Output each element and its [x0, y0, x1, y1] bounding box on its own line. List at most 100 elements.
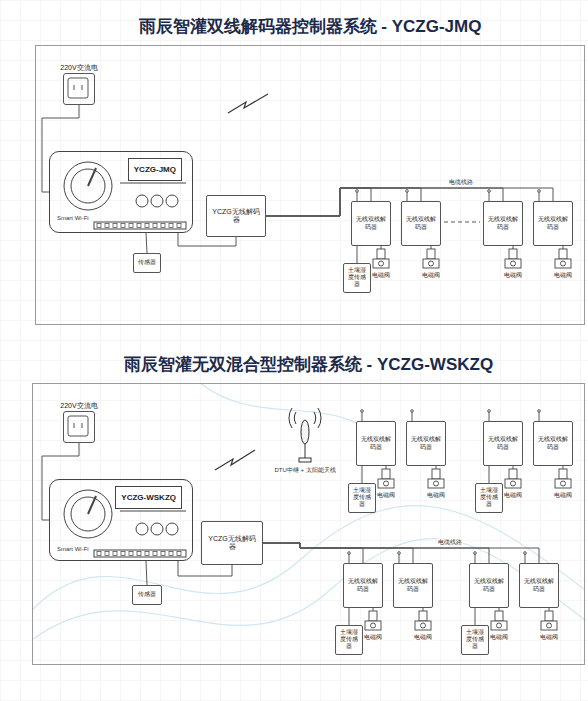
node-text: 无线双线解码器: [410, 436, 442, 450]
terminal: [97, 224, 101, 228]
sensor-box: 传感器: [132, 585, 162, 605]
node-text: YCZG-WSKZQ: [115, 486, 182, 509]
node-text: 传感器: [138, 591, 156, 598]
soil-sensor-box: 土壤湿度传感器: [335, 625, 363, 655]
decoder-box: 无线双线解码器: [519, 563, 559, 608]
annotation-label: DTU中继 + 太阳能天线: [273, 467, 336, 474]
decoder-box: 无线双线解码器: [406, 421, 446, 466]
cable-connector: [263, 543, 489, 563]
terminal: [105, 224, 109, 228]
node-text: 无线双线解码器: [487, 436, 519, 450]
node-text: 无线双线解码器: [537, 216, 569, 230]
cable-connector: [357, 246, 358, 263]
terminal: [177, 224, 181, 228]
annotation-label: Smart Wi-Fi: [56, 546, 90, 553]
cable-connector: [349, 608, 350, 625]
valve-label: 电磁阀: [553, 272, 573, 279]
decoder-box: 无线双线解码器: [393, 563, 433, 608]
node-text: 土壤湿度传感器: [479, 487, 499, 509]
node-text: 土壤湿度传感器: [339, 629, 359, 651]
node-text: 无线双线解码器: [347, 578, 379, 592]
node-text: 土壤湿度传感器: [352, 487, 372, 509]
cable-connector: [42, 443, 79, 520]
terminal: [177, 552, 181, 556]
terminal-strip: [97, 224, 181, 556]
terminal: [161, 224, 165, 228]
soil-sensor-box: 土壤湿度传感器: [343, 263, 371, 293]
terminal: [137, 224, 141, 228]
annotation-label: Smart Wi-Fi: [56, 215, 90, 222]
node-text: YCZG无线解码器: [205, 535, 259, 552]
valve-label: 电磁阀: [421, 272, 441, 279]
terminal: [97, 552, 101, 556]
node-text: 无线双线解码器: [473, 578, 505, 592]
annotation-label: 电缆线路: [437, 539, 463, 546]
node-text: 土壤湿度传感器: [465, 629, 485, 651]
power-socket: 220V交流电: [63, 411, 95, 443]
node-text: 无线双线解码器: [360, 436, 392, 450]
terminal: [129, 552, 133, 556]
system-panel: 220V交流电YCZG-JMQ传感器YCZG无线解码器无线双线解码器无线双线解码…: [35, 45, 585, 325]
valve-label: 电磁阀: [503, 492, 523, 499]
valve-label: 电磁阀: [539, 634, 559, 641]
node-text: 220V交流电: [59, 63, 98, 73]
cable-connector: [263, 543, 539, 563]
cable-connector: [263, 543, 413, 563]
dtu-antenna: [289, 408, 321, 462]
decoder-box: 无线双线解码器: [483, 201, 523, 246]
terminal: [113, 552, 117, 556]
node-text: YCZG无线解码器: [210, 208, 262, 225]
cable-connector: [362, 466, 363, 483]
node-text: YCZG-JMQ: [128, 158, 182, 181]
decoder-box: 无线双线解码器: [343, 563, 383, 608]
cable-connector: [263, 543, 363, 563]
decoder-box: 无线双线解码器: [351, 201, 391, 246]
wireless-decoder-box: YCZG无线解码器: [206, 195, 266, 237]
node-text: 无线双线解码器: [397, 578, 429, 592]
decoder-box: 无线双线解码器: [469, 563, 509, 608]
terminal: [169, 224, 173, 228]
decoder-box: 无线双线解码器: [483, 421, 523, 466]
panel-title: 雨辰智灌双线解码器控制器系统 - YCZG-JMQ: [36, 15, 584, 38]
decoder-box: 无线双线解码器: [533, 421, 573, 466]
terminal: [129, 224, 133, 228]
node-text: 传感器: [138, 259, 156, 266]
panel-title: 雨辰智灌无双混合型控制器系统 - YCZG-WSKZQ: [33, 353, 584, 376]
node-text: 无线双线解码器: [355, 216, 387, 230]
terminal: [121, 224, 125, 228]
cable-connector: [475, 608, 476, 625]
valve-label: 电磁阀: [371, 272, 391, 279]
terminal: [153, 224, 157, 228]
dashed-continuation: [444, 222, 480, 223]
soil-sensor-box: 土壤湿度传感器: [348, 483, 376, 513]
cable-connector: [266, 188, 421, 216]
terminal: [121, 552, 125, 556]
valve-label: 电磁阀: [553, 492, 573, 499]
valve-label: 电磁阀: [413, 634, 433, 641]
valve-label: 电磁阀: [503, 272, 523, 279]
cable-connector: [146, 233, 147, 253]
node-text: 土壤湿度传感器: [347, 267, 367, 289]
valve-label: 电磁阀: [489, 634, 509, 641]
wave-decoration: [32, 383, 585, 640]
node-text: 无线双线解码器: [537, 436, 569, 450]
annotation-label: 电缆线路: [448, 179, 474, 186]
cable-connector: [146, 561, 147, 585]
sensor-box: 传感器: [133, 253, 161, 273]
terminal: [137, 552, 141, 556]
cable-connector: [42, 105, 79, 192]
terminal: [161, 552, 165, 556]
node-text: 无线双线解码器: [523, 578, 555, 592]
soil-sensor-box: 土壤湿度传感器: [475, 483, 503, 513]
valve-label: 电磁阀: [426, 492, 446, 499]
decoder-box: 无线双线解码器: [356, 421, 396, 466]
terminal: [169, 552, 173, 556]
wireless-decoder-box: YCZG无线解码器: [201, 521, 263, 565]
wireless-signal: [215, 94, 268, 470]
valve-label: 电磁阀: [363, 634, 383, 641]
terminal: [105, 552, 109, 556]
node-text: 无线双线解码器: [405, 216, 437, 230]
decoder-box: 无线双线解码器: [533, 201, 573, 246]
